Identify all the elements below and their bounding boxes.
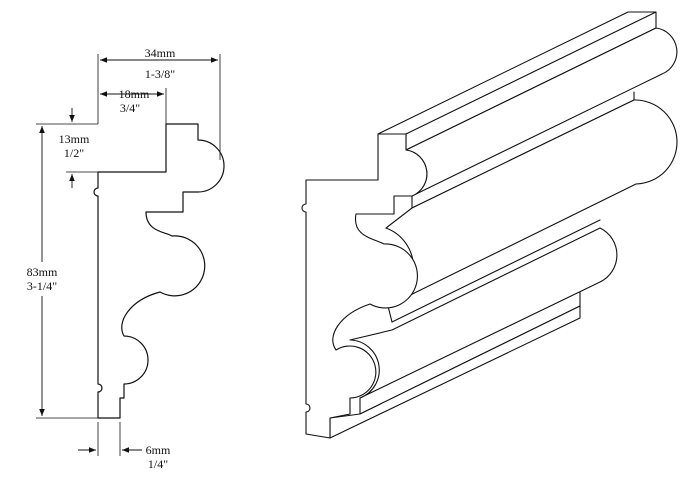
dim-base-thickness: 6mm 1/4"	[78, 422, 171, 471]
overall-height-imperial: 3-1/4"	[27, 279, 57, 293]
top-height-imperial: 1/2"	[64, 146, 84, 160]
top-width-metric: 18mm	[119, 87, 150, 101]
dim-top-height: 13mm 1/2"	[36, 108, 98, 188]
overall-height-metric: 83mm	[27, 265, 58, 279]
dim-overall-height: 83mm 3-1/4"	[27, 125, 98, 419]
top-width-imperial: 3/4"	[120, 101, 140, 115]
base-thickness-metric: 6mm	[146, 443, 171, 457]
base-thickness-imperial: 1/4"	[148, 457, 168, 471]
top-height-metric: 13mm	[59, 132, 90, 146]
overall-width-imperial: 1-3/8"	[145, 67, 175, 81]
isometric-view	[301, 11, 678, 439]
overall-width-metric: 34mm	[145, 46, 176, 60]
cross-section-profile	[93, 123, 225, 419]
dim-overall-width: 34mm 1-3/8"	[97, 46, 221, 160]
dim-top-width: 18mm 3/4"	[100, 87, 167, 124]
